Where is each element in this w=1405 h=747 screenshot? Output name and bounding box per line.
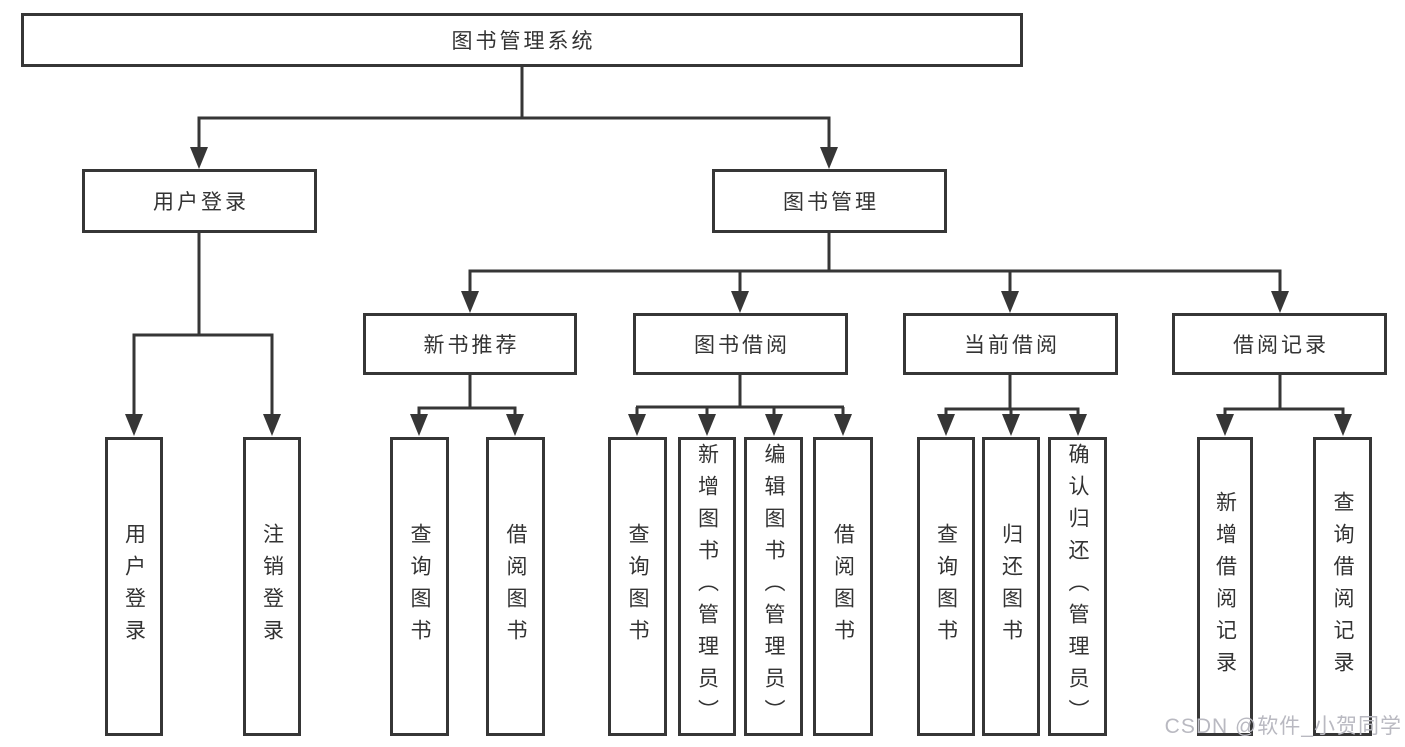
node-book-borrow: 图书借阅 — [633, 313, 848, 375]
leaf-newbook-query-books: 查询图书 — [390, 437, 449, 736]
leaf-borrow-add-books-admin: 新增图书（管理员） — [678, 437, 736, 736]
leaf-newbook-borrow-books: 借阅图书 — [486, 437, 545, 736]
leaf-current-return-books: 归还图书 — [982, 437, 1040, 736]
leaf-logout: 注销登录 — [243, 437, 301, 736]
leaf-borrow-edit-books-admin: 编辑图书（管理员） — [744, 437, 803, 736]
leaf-current-confirm-return-admin: 确认归还（管理员） — [1048, 437, 1107, 736]
leaf-borrow-borrow-books: 借阅图书 — [813, 437, 873, 736]
node-library-management-system: 图书管理系统 — [21, 13, 1023, 67]
node-book-management: 图书管理 — [712, 169, 947, 233]
leaf-record-add-borrow-record: 新增借阅记录 — [1197, 437, 1253, 736]
leaf-borrow-query-books: 查询图书 — [608, 437, 667, 736]
leaf-current-query-books: 查询图书 — [917, 437, 975, 736]
node-new-book-recommend: 新书推荐 — [363, 313, 577, 375]
leaf-user-login: 用户登录 — [105, 437, 163, 736]
csdn-watermark: CSDN @软件_小贺同学 — [1164, 715, 1402, 738]
node-borrow-record: 借阅记录 — [1172, 313, 1387, 375]
leaf-record-query-borrow-record: 查询借阅记录 — [1313, 437, 1372, 736]
node-user-login: 用户登录 — [82, 169, 317, 233]
node-current-borrow: 当前借阅 — [903, 313, 1118, 375]
